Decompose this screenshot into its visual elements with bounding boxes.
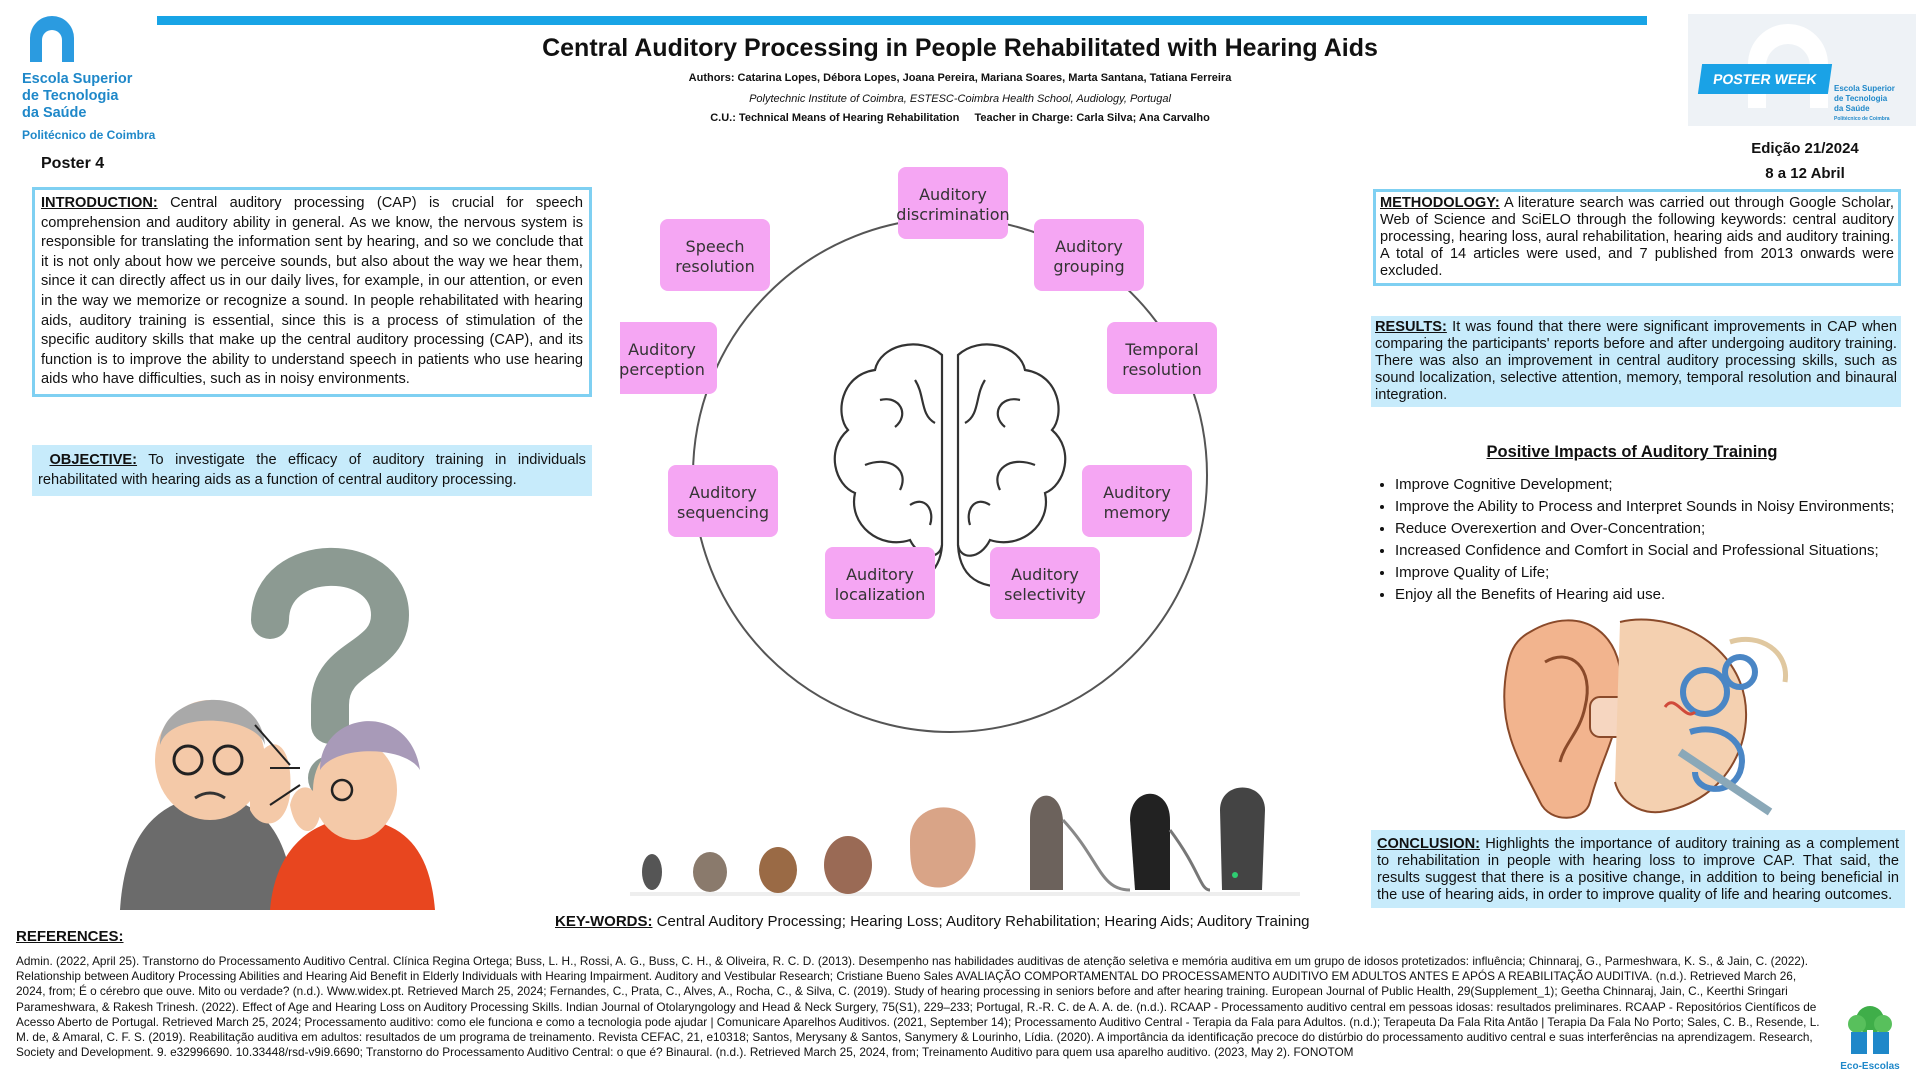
poster-week-school: Escola Superior de Tecnologia da Saúde P… bbox=[1834, 84, 1895, 122]
poster-title: Central Auditory Processing in People Re… bbox=[542, 34, 1378, 62]
arch-logo-icon bbox=[30, 16, 74, 62]
arch-watermark-icon bbox=[1748, 24, 1828, 108]
objective-box: OBJECTIVE: To investigate the efficacy o… bbox=[32, 445, 592, 497]
methodology-heading: METHODOLOGY: bbox=[1380, 195, 1500, 211]
diagram-node-box bbox=[1034, 219, 1144, 291]
objective-heading: OBJECTIVE: bbox=[49, 452, 138, 468]
estesc-logo: Escola Superior de Tecnologia da Saúde P… bbox=[22, 14, 182, 144]
custom-hearing-aid-icon bbox=[910, 807, 976, 888]
authors-line: Authors: Catarina Lopes, Débora Lopes, J… bbox=[688, 72, 1232, 84]
bte-hearing-aid-icon-1 bbox=[1030, 795, 1063, 890]
impacts-list: Improve Cognitive Development; Improve t… bbox=[1370, 474, 1920, 606]
ite-hearing-aid-icon bbox=[824, 836, 872, 894]
diagram-node-box bbox=[990, 547, 1100, 619]
elderly-couple-illustration bbox=[120, 547, 435, 910]
course-unit: C.U.: Technical Means of Hearing Rehabil… bbox=[710, 112, 960, 124]
ear-anatomy-illustration bbox=[1503, 618, 1788, 819]
objective-text: To investigate the efficacy of auditory … bbox=[38, 452, 586, 488]
diagram-node-box bbox=[1107, 322, 1217, 394]
iic-hearing-aid-icon bbox=[693, 852, 727, 892]
top-accent-bar bbox=[157, 16, 1647, 25]
edition-info: Edição 21/2024 8 a 12 Abril bbox=[1720, 136, 1890, 186]
introduction-heading: INTRODUCTION: bbox=[41, 195, 158, 211]
cic-hearing-aid-icon bbox=[642, 854, 662, 890]
diagram-node-box bbox=[1082, 465, 1192, 537]
eco-escolas-label: Eco-Escolas bbox=[1840, 1061, 1900, 1072]
eco-escolas-tree-icon bbox=[1848, 1006, 1892, 1054]
conclusion-heading: CONCLUSION: bbox=[1377, 836, 1480, 852]
conclusion-text: Highlights the importance of auditory tr… bbox=[1377, 836, 1899, 903]
ric-hearing-aid-icon bbox=[1130, 793, 1170, 890]
references-heading: REFERENCES: bbox=[16, 928, 124, 945]
hearing-aids-illustration bbox=[630, 787, 1300, 896]
edition-label: Edição 21/2024 bbox=[1751, 140, 1859, 157]
impact-item: Improve Cognitive Development; bbox=[1395, 474, 1920, 496]
bte-hearing-aid-icon-2 bbox=[1220, 787, 1265, 890]
itc-hearing-aid-icon bbox=[759, 847, 797, 893]
impact-item: Increased Confidence and Comfort in Soci… bbox=[1395, 540, 1920, 562]
keywords-text: Central Auditory Processing; Hearing Los… bbox=[652, 913, 1310, 930]
diagram-node-box bbox=[620, 322, 717, 394]
results-heading: RESULTS: bbox=[1375, 319, 1447, 335]
introduction-box: INTRODUCTION: Central auditory processin… bbox=[32, 187, 592, 397]
results-text: It was found that there were significant… bbox=[1375, 319, 1897, 403]
diagram-node-box bbox=[825, 547, 935, 619]
impact-item: Reduce Overexertion and Over-Concentrati… bbox=[1395, 518, 1920, 540]
course-line: C.U.: Technical Means of Hearing Rehabil… bbox=[0, 112, 1920, 124]
conclusion-box: CONCLUSION: Highlights the importance of… bbox=[1371, 830, 1905, 908]
introduction-text: Central auditory processing (CAP) is cru… bbox=[41, 195, 583, 388]
teachers-in-charge: Teacher in Charge: Carla Silva; Ana Carv… bbox=[974, 112, 1210, 124]
poster-number: Poster 4 bbox=[41, 155, 105, 172]
eco-escolas-logo: Eco-Escolas bbox=[1837, 1002, 1903, 1076]
methodology-box: METHODOLOGY: A literature search was car… bbox=[1373, 189, 1901, 286]
edition-dates: 8 a 12 Abril bbox=[1765, 165, 1845, 182]
affiliation-line: Polytechnic Institute of Coimbra, ESTESC… bbox=[749, 93, 1171, 105]
results-box: RESULTS: It was found that there were si… bbox=[1371, 316, 1901, 407]
methodology-text: A literature search was carried out thro… bbox=[1380, 195, 1894, 279]
diagram-node-box bbox=[660, 219, 770, 291]
logo-school-name: Escola Superior de Tecnologia da Saúde bbox=[22, 71, 133, 121]
poster-week-logo: POSTER WEEK Escola Superior de Tecnologi… bbox=[1688, 14, 1916, 126]
question-mark-icon bbox=[251, 547, 410, 744]
poster-week-banner: POSTER WEEK bbox=[1697, 64, 1833, 94]
diagram-node-box bbox=[668, 465, 778, 537]
impact-item: Improve Quality of Life; bbox=[1395, 562, 1920, 584]
impact-item: Enjoy all the Benefits of Hearing aid us… bbox=[1395, 584, 1920, 606]
logo-institute-name: Politécnico de Coimbra bbox=[22, 128, 156, 142]
references-text: Admin. (2022, April 25). Transtorno do P… bbox=[16, 954, 1820, 1060]
impacts-title: Positive Impacts of Auditory Training bbox=[1486, 443, 1778, 461]
impact-item: Improve the Ability to Process and Inter… bbox=[1395, 496, 1920, 518]
diagram-node-box bbox=[898, 167, 1008, 239]
keywords-line: KEY-WORDS: Central Auditory Processing; … bbox=[555, 913, 1310, 930]
keywords-heading: KEY-WORDS: bbox=[555, 913, 653, 930]
